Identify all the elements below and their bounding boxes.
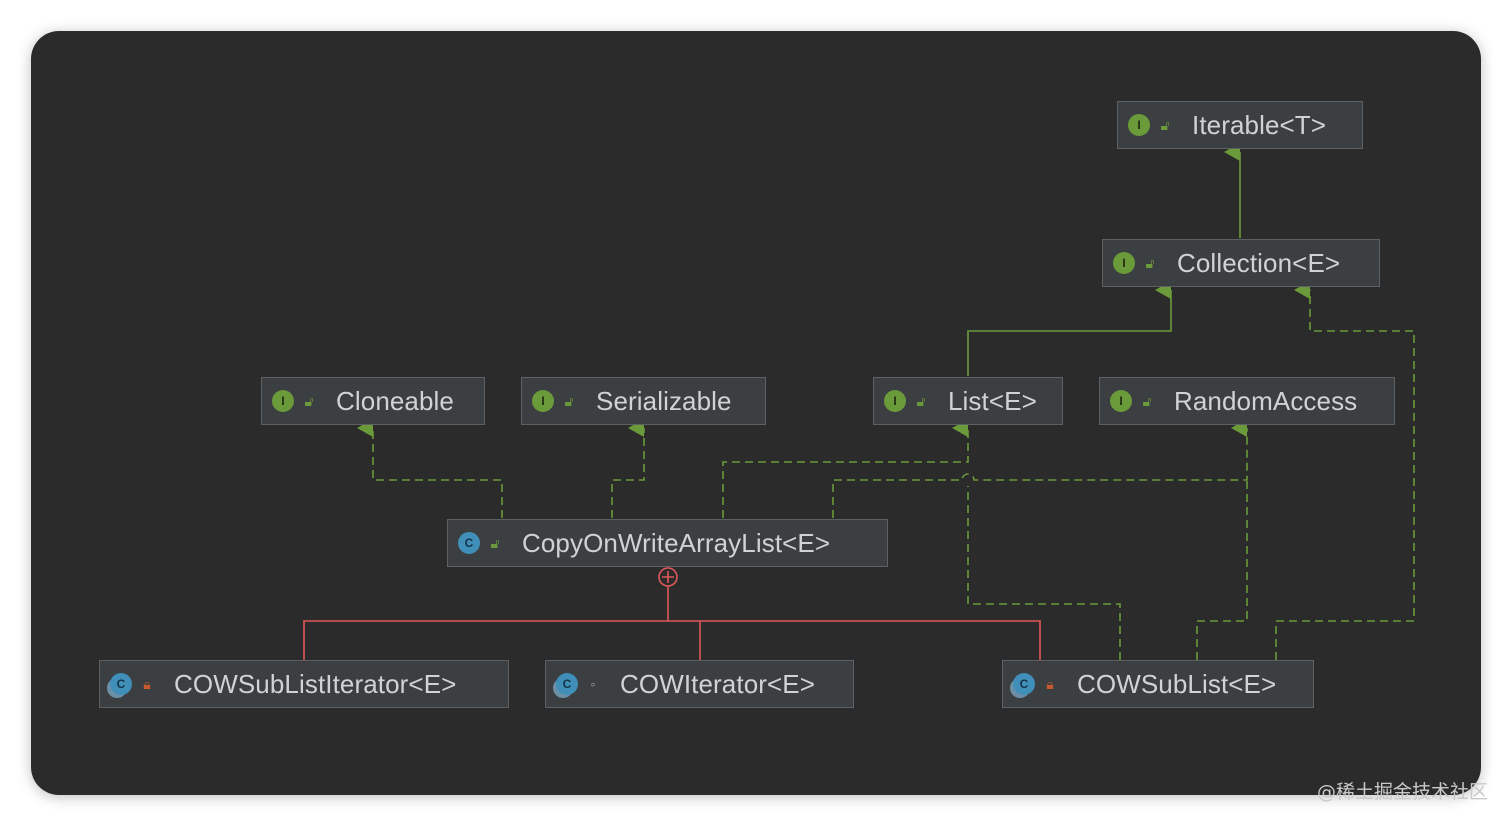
watermark: @稀土掘金技术社区 [1316, 781, 1488, 803]
node-label: COWSubList<E> [1077, 668, 1277, 699]
edge-cow-implements-cloneable [357, 419, 503, 518]
node-iterable[interactable]: I 🔓︎ Iterable<T> [1117, 101, 1363, 149]
public-lock-open-icon: 🔓︎ [564, 392, 574, 409]
edge-cowsublist-implements-list [967, 486, 1121, 660]
private-lock-icon: 🔒︎ [1046, 675, 1054, 692]
interface-icon: I [1113, 252, 1135, 274]
node-copyonwritearraylist[interactable]: C 🔓︎ CopyOnWriteArrayList<E> [447, 519, 888, 567]
node-label: CopyOnWriteArrayList<E> [522, 527, 831, 558]
interface-icon: I [884, 390, 906, 412]
node-cloneable[interactable]: I 🔓︎ Cloneable [261, 377, 485, 425]
node-label: Serializable [596, 385, 732, 416]
interface-icon: I [532, 390, 554, 412]
edge-cowsublist-implements-collection [1275, 281, 1415, 660]
node-label: List<E> [948, 385, 1037, 416]
public-lock-open-icon: 🔓︎ [916, 392, 926, 409]
node-label: Collection<E> [1177, 247, 1341, 278]
node-list[interactable]: I 🔓︎ List<E> [873, 377, 1063, 425]
node-label: RandomAccess [1174, 385, 1358, 416]
inner-class-icon: C [1013, 673, 1035, 695]
edge-cow-implements-list [722, 419, 969, 518]
inner-class-icon: C [110, 673, 132, 695]
node-cowsublist[interactable]: C 🔒︎ COWSubList<E> [1002, 660, 1314, 708]
edge-cow-implements-randomaccess [832, 419, 1248, 518]
edge-cowsublist-implements-randomaccess [1196, 480, 1248, 660]
class-icon: C [458, 532, 480, 554]
public-lock-open-icon: 🔓︎ [490, 534, 500, 551]
package-private-dot-icon: ◦ [590, 676, 596, 692]
interface-icon: I [1110, 390, 1132, 412]
private-lock-icon: 🔒︎ [143, 675, 151, 692]
node-cowiterator[interactable]: C ◦ COWIterator<E> [545, 660, 854, 708]
node-randomaccess[interactable]: I 🔓︎ RandomAccess [1099, 377, 1395, 425]
node-label: Iterable<T> [1192, 109, 1327, 140]
public-lock-open-icon: 🔓︎ [1142, 392, 1152, 409]
node-collection[interactable]: I 🔓︎ Collection<E> [1102, 239, 1380, 287]
public-lock-open-icon: 🔓︎ [1145, 254, 1155, 271]
public-lock-open-icon: 🔓︎ [1160, 116, 1170, 133]
node-serializable[interactable]: I 🔓︎ Serializable [521, 377, 766, 425]
edge-cow-implements-serializable [611, 419, 645, 518]
public-lock-open-icon: 🔓︎ [304, 392, 314, 409]
node-label: COWSubListIterator<E> [174, 668, 457, 699]
edge-inner-cowsublistiterator [303, 620, 1041, 660]
node-cowsublistiterator[interactable]: C 🔒︎ COWSubListIterator<E> [99, 660, 509, 708]
node-label: Cloneable [336, 385, 454, 416]
inner-class-icon: C [556, 673, 578, 695]
node-label: COWIterator<E> [620, 668, 816, 699]
edge-list-extends-collection [967, 281, 1172, 376]
interface-icon: I [272, 390, 294, 412]
interface-icon: I [1128, 114, 1150, 136]
